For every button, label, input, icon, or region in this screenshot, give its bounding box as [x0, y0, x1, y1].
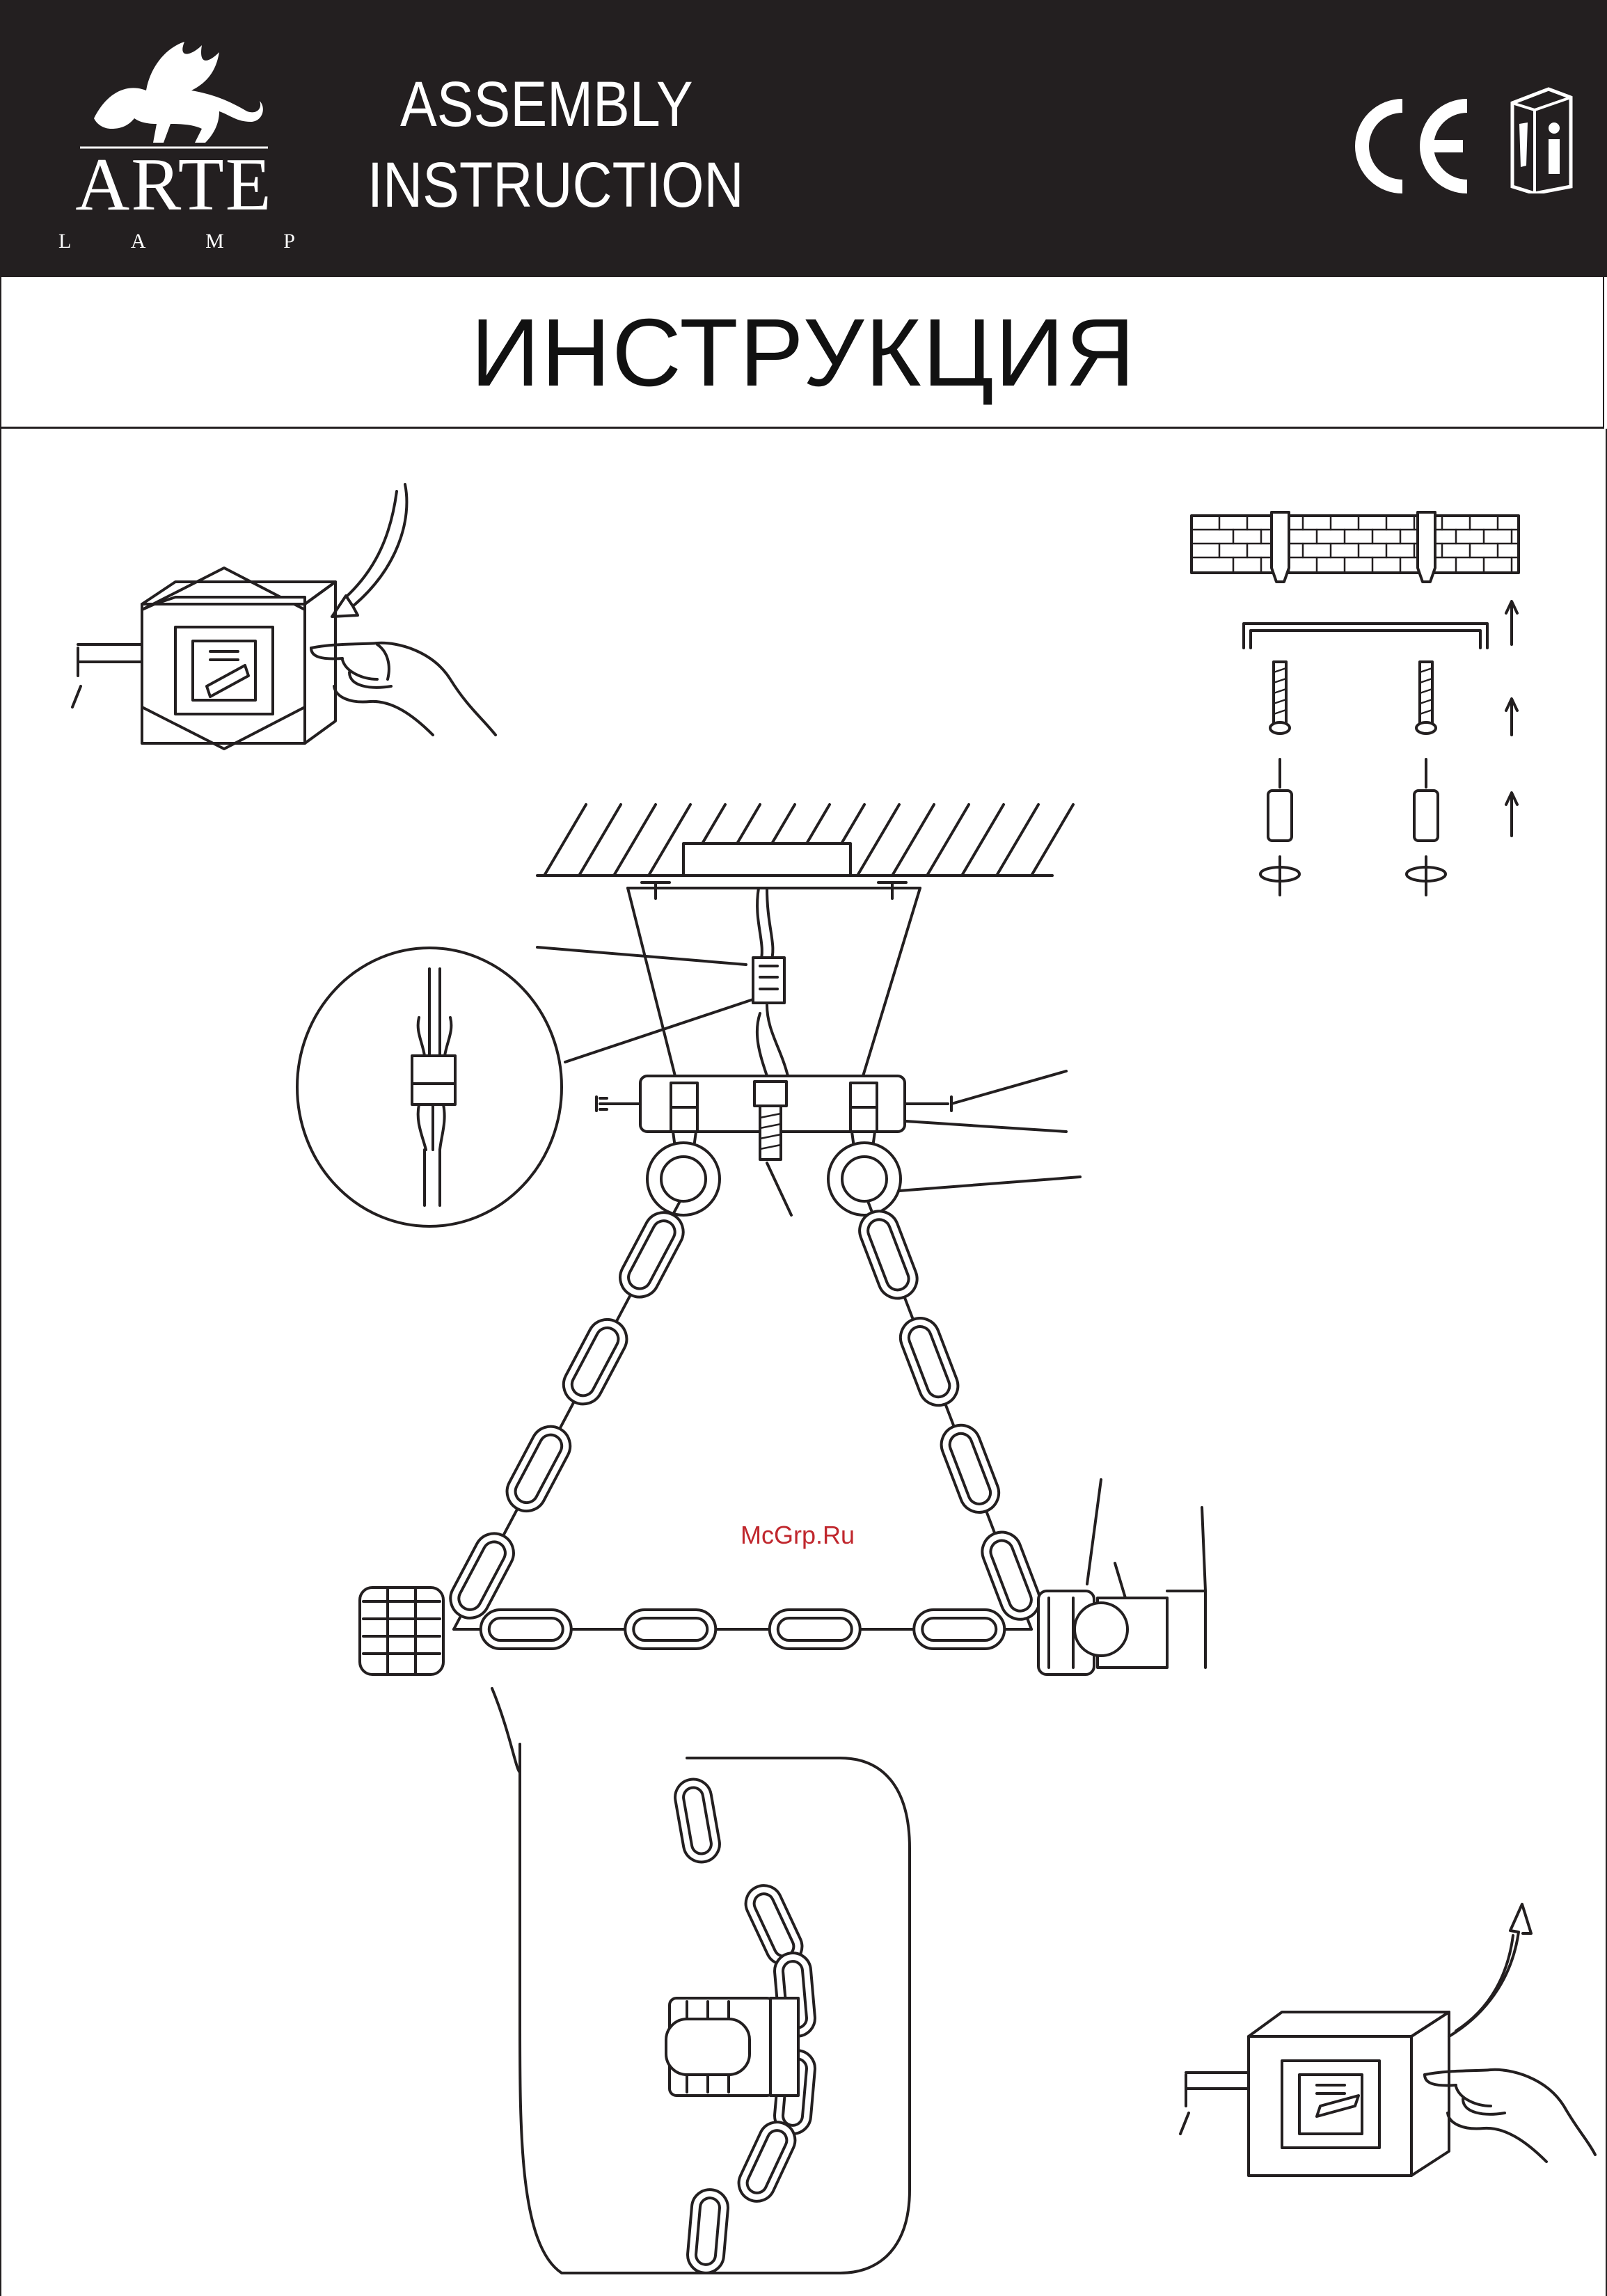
mounting-plate [596, 1071, 1066, 1132]
rotate-icon [1260, 857, 1446, 895]
chain-link [672, 1776, 722, 1864]
chain-link [500, 1420, 577, 1518]
arrow-up-icon [1506, 601, 1517, 836]
chandelier-assembly-figure [280, 784, 1254, 1772]
chain-link [625, 1610, 715, 1649]
title-assembly: ASSEMBLY [400, 72, 693, 136]
watermark: McGrp.Ru [741, 1523, 855, 1548]
diagram-area: McGrp.Ru [0, 429, 1607, 2296]
screw-icon [1270, 662, 1436, 734]
wire-detail-callout [294, 934, 572, 1233]
brand-sub-letter: P [283, 230, 295, 253]
chain-link [936, 1420, 1005, 1518]
title-russian: ИНСТРУКЦИЯ [1, 305, 1606, 401]
brand-sub-letter: M [205, 230, 224, 253]
chain-link [686, 2188, 729, 2274]
wire-connector-icon [753, 888, 788, 1076]
brand-sub-letter: L [58, 230, 71, 253]
switch-off-figure [71, 477, 489, 777]
brick-wall-icon [1192, 516, 1519, 573]
brand-sub-letter: A [131, 230, 146, 253]
hand-icon [311, 643, 496, 735]
ceiling-hook [647, 1143, 1080, 1215]
title-instruction: INSTRUCTION [367, 153, 744, 217]
chain-link [733, 2116, 801, 2208]
chain-attach-detail [520, 1744, 917, 2287]
chain-link [854, 1205, 923, 1304]
brand-name: ARTE [49, 148, 299, 223]
mounting-bracket [1244, 624, 1487, 648]
header-bar: ARTE L A M P ASSEMBLY INSTRUCTION [0, 0, 1607, 277]
chain-link [895, 1313, 964, 1411]
brand-logo: ARTE L A M P [49, 42, 299, 264]
chain-link [914, 1610, 1004, 1649]
callout-line [492, 1688, 520, 1772]
wall-switch-icon [1249, 2012, 1449, 2176]
ceiling-icon [537, 805, 1073, 876]
brand-subtitle: L A M P [58, 230, 295, 253]
winged-lion-icon [80, 42, 268, 153]
switch-on-figure [1178, 1897, 1595, 2210]
arrow-up-icon [1449, 1904, 1531, 2036]
chain-link [613, 1205, 690, 1304]
chain-link [770, 1610, 860, 1649]
russian-title-bar: ИНСТРУКЦИЯ [0, 277, 1604, 429]
manual-icon [1507, 82, 1576, 193]
chain-link [557, 1313, 633, 1411]
wall-switch-icon [142, 568, 335, 749]
drill-bit-icon [1268, 759, 1438, 841]
chain-icon [443, 1201, 1045, 1649]
ce-mark-icon [1343, 97, 1475, 195]
chain-link [481, 1610, 571, 1649]
